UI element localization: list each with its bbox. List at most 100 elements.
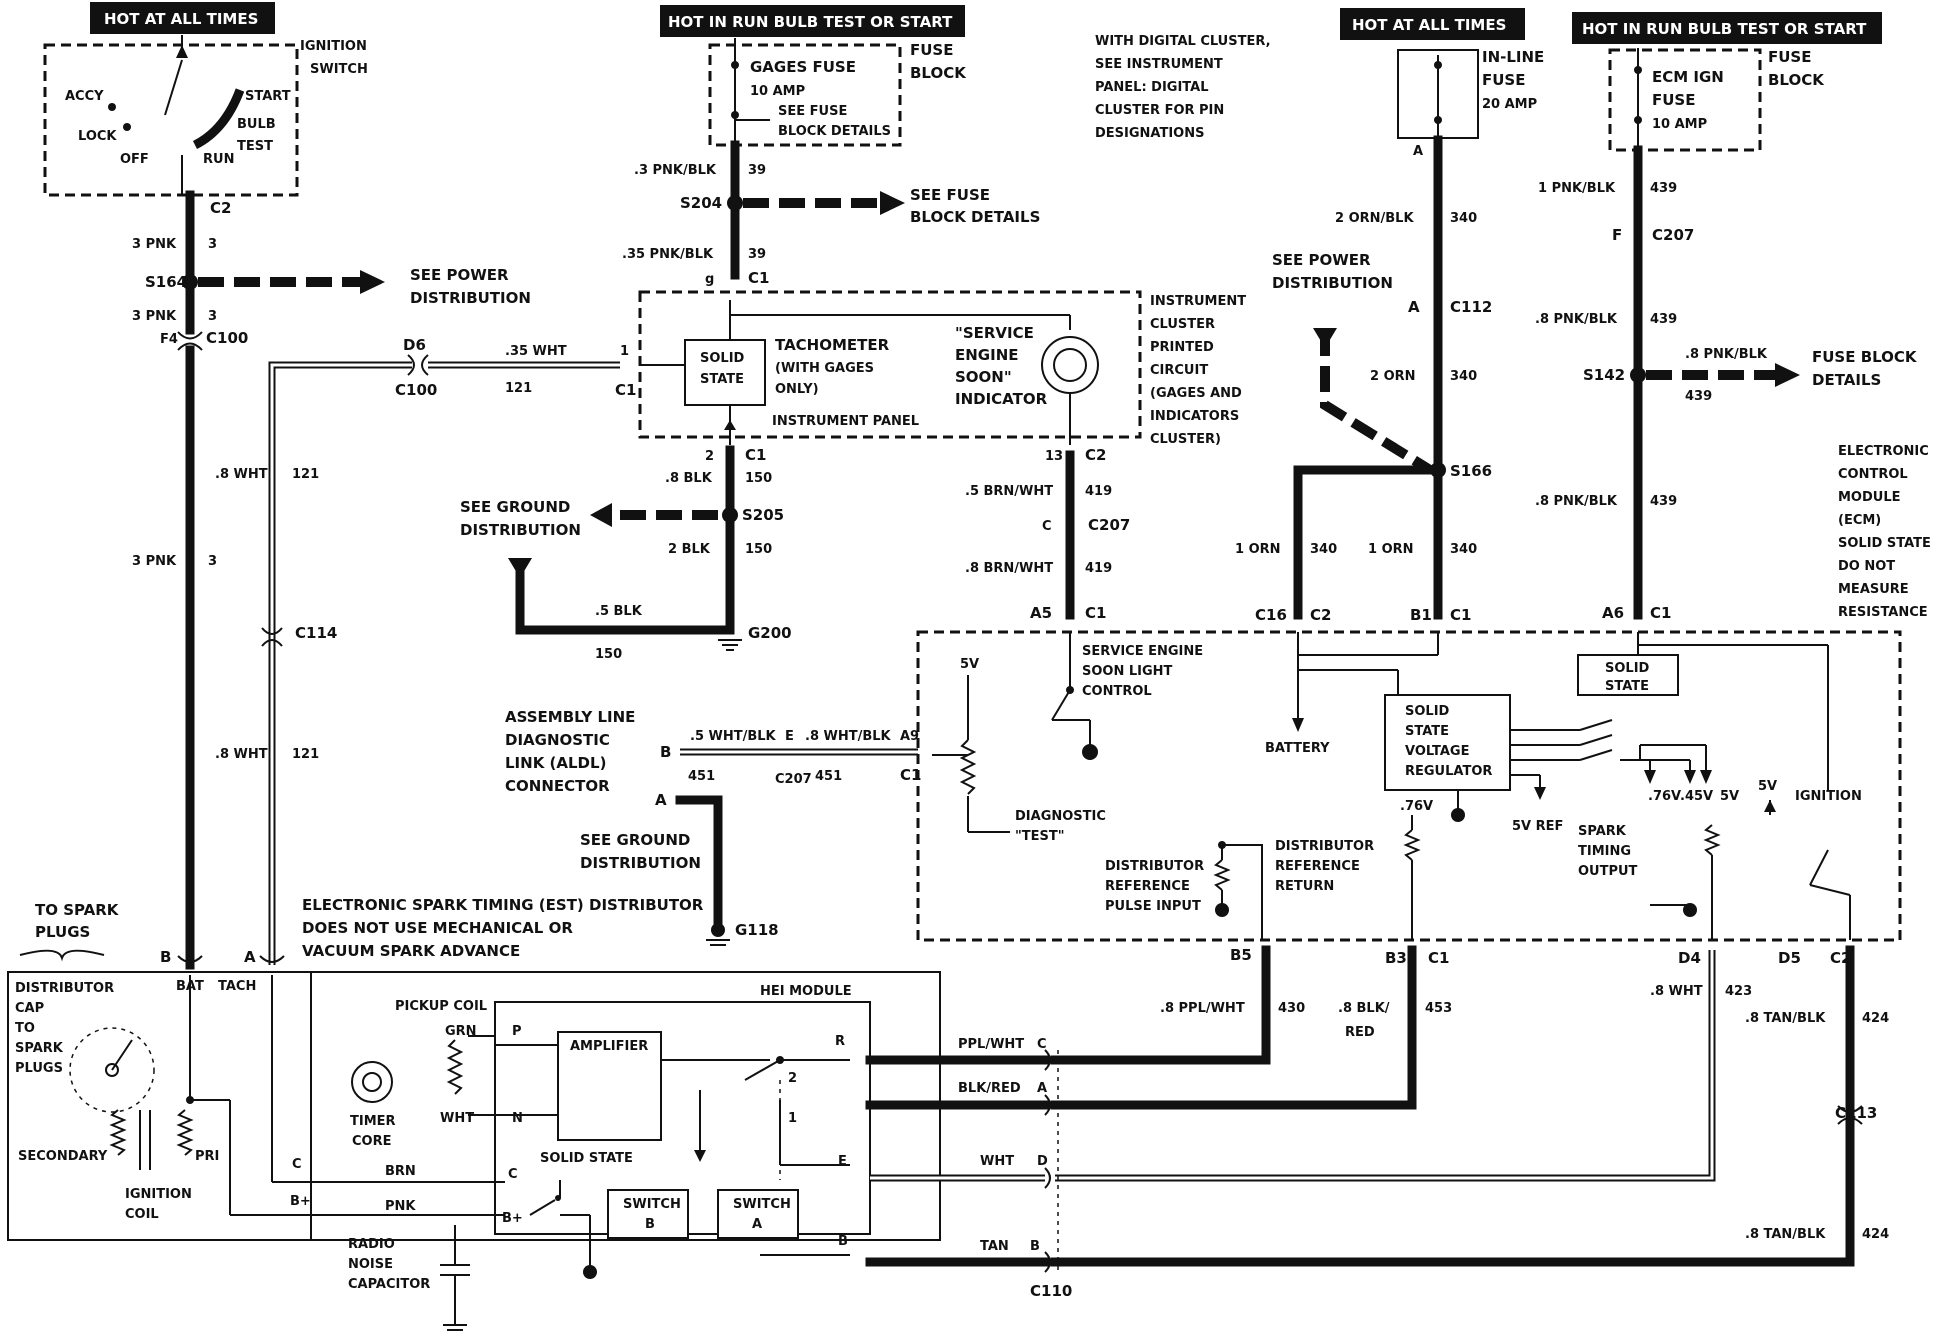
ecm-title-line: CONTROL [1838,467,1908,482]
pin-label: B5 [1230,946,1252,964]
pin-label: F4 [160,332,178,347]
header-hot-all-times-right: HOT AT ALL TIMES [1340,8,1525,40]
ses-control-label: CONTROL [1082,684,1152,699]
ignition-title: SWITCH [310,62,368,77]
v5ref-label: 5V REF [1512,819,1563,834]
cluster-title: CLUSTER [1150,317,1215,332]
pin-label: A6 [1602,604,1624,622]
fuse-block-label: FUSE [1768,48,1811,66]
wire-label: 1 PNK/BLK [1538,181,1616,196]
cap-label: CAP [15,1001,44,1016]
ecm-fuse-name: FUSE [1652,91,1695,109]
coil-label: COIL [125,1207,159,1222]
pri-label: PRI [195,1149,219,1164]
fuse-block-label: BLOCK [910,64,967,82]
wire-label: .8 WHT/BLK [805,729,892,744]
splice-label: S142 [1583,366,1625,384]
aldl-title: ASSEMBLY LINE [505,708,635,726]
wire-label: .8 BLK/ [1338,1001,1390,1016]
diagnostic-label: DIAGNOSTIC [1015,809,1106,824]
wire-label: 340 [1450,542,1477,557]
dist-ref-return: DISTRIBUTOR [1275,839,1374,854]
gages-fuse-name: GAGES FUSE [750,58,856,76]
est-note: ELECTRONIC SPARK TIMING (EST) DISTRIBUTO… [302,896,704,960]
header-text: HOT IN RUN BULB TEST OR START [668,13,953,31]
wht-wire-label: WHT [980,1154,1014,1169]
wire-label: 419 [1085,484,1112,499]
aldl-title: LINK (ALDL) [505,754,606,772]
wire-label: .8 WHT [215,467,268,482]
connector-label: C2 [210,199,231,217]
ignition-switch: IGNITION SWITCH ACCY LOCK OFF RUN START … [43,35,368,197]
left-power-wire: C2 3 PNK 3 S164 SEE POWER DISTRIBUTION 3… [132,190,531,970]
timer-core-label: TIMER [350,1114,396,1129]
ses-wire: 13 C2 .5 BRN/WHT 419 C C207 .8 BRN/WHT 4… [965,446,1130,622]
bulb-label: BULB [237,117,276,132]
est-distributor: TO SPARK PLUGS B A BAT TACH DISTRIBUTOR … [7,901,1072,1331]
n-pin-label: N [512,1111,523,1126]
est-note-line: VACUUM SPARK ADVANCE [302,942,520,960]
pin-label: D5 [1778,949,1801,967]
volt-label: 5V [1758,779,1777,794]
wire-label: .8 PNK/BLK [1685,347,1768,362]
c-in-label: C [508,1167,518,1182]
note-line: DESIGNATIONS [1095,126,1204,141]
wire-label: 3 [208,554,217,569]
ecm-solid-state-box [1577,654,1679,696]
wire-label: 439 [1685,389,1712,404]
ecm-title-line: MEASURE [1838,582,1909,597]
switch-b-box [607,1189,689,1239]
wire-label: .8 WHT [215,747,268,762]
wire-label: 439 [1650,181,1677,196]
wire-label: 439 [1650,312,1677,327]
pin-label: F [1612,226,1622,244]
run-label: RUN [203,152,234,167]
ground-label: G118 [735,921,779,939]
connector-label: C1 [615,381,636,399]
switch-b-label: B [645,1217,655,1232]
connector-label: C1 [1650,604,1671,622]
splice-label: S164 [145,273,187,291]
connector-label: C1 [1085,604,1106,622]
pin-label: A [655,791,667,809]
ecm-title-line: SOLID STATE [1838,536,1931,551]
ecm-title: ELECTRONIC CONTROL MODULE (ECM) SOLID ST… [1838,444,1931,620]
tachometer-sub: (WITH GAGES [775,361,874,376]
pin-label: 2 [705,449,714,464]
pin-label: A9 [900,729,919,744]
wire-label: .35 PNK/BLK [622,247,714,262]
pin-label: D6 [403,336,426,354]
tachometer-label: TACHOMETER [775,336,890,354]
wire-label: 419 [1085,561,1112,576]
splice-label: S204 [680,194,722,212]
see-fuse-details: SEE FUSE [910,186,990,204]
secondary-label: SECONDARY [18,1149,108,1164]
coil-label: IGNITION [125,1187,192,1202]
spark-timing-label: SPARK [1578,824,1627,839]
wire-label: .8 PNK/BLK [1535,312,1618,327]
hei-module-label: HEI MODULE [760,984,852,999]
volt-label: .45V [1680,789,1713,804]
wire-label: 121 [292,467,319,482]
est-note-line: DOES NOT USE MECHANICAL OR [302,919,573,937]
cap-label: DISTRIBUTOR [15,981,114,996]
distributor-cap-icon [69,1027,155,1113]
wire-label: .8 TAN/BLK [1745,1227,1826,1242]
solid-state-label: SOLID STATE [540,1151,633,1166]
note-line: PANEL: DIGITAL [1095,80,1209,95]
wire-label: .5 WHT/BLK [690,729,777,744]
header-text: HOT AT ALL TIMES [1352,16,1506,34]
regulator-label: VOLTAGE [1405,744,1470,759]
cluster-title: INSTRUMENT [1150,294,1246,309]
ecm-title-line: ELECTRONIC [1838,444,1929,459]
switch-a-label: A [752,1217,762,1232]
inline-fuse: IN-LINE FUSE 20 AMP A [1397,48,1544,159]
regulator-label: STATE [1405,724,1449,739]
see-power-label: SEE POWER [1272,251,1371,269]
pickup-coil-label: PICKUP COIL [395,999,487,1014]
connector-label: C1 [748,269,769,287]
est-note-line: ELECTRONIC SPARK TIMING (EST) DISTRIBUTO… [302,896,704,914]
see-power-label: DISTRIBUTION [410,289,531,307]
cap-label: PLUGS [15,1061,63,1076]
